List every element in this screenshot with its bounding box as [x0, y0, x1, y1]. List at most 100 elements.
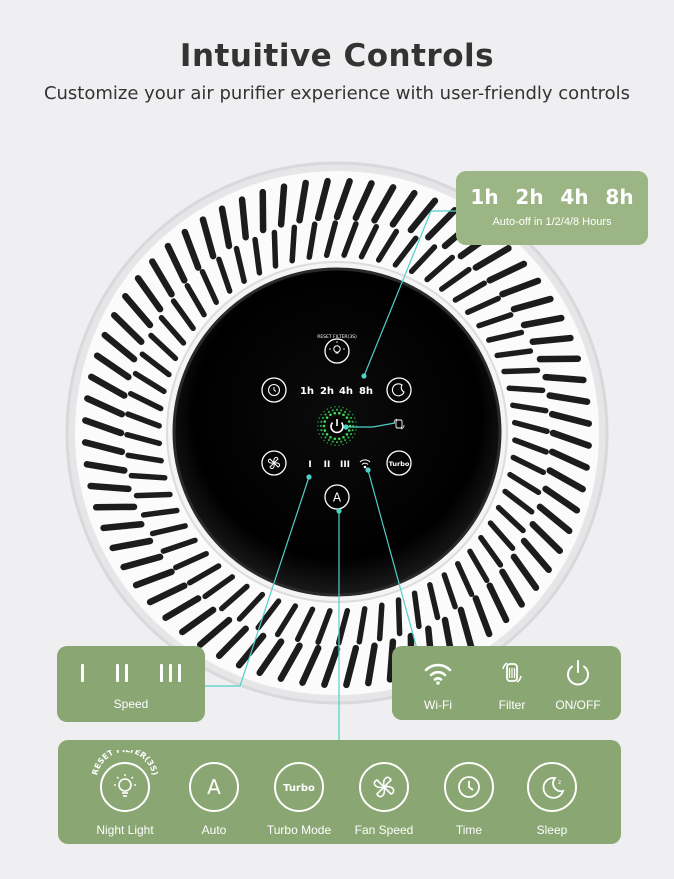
vent-slot — [365, 642, 378, 687]
device-hour-1h[interactable]: 1h — [300, 386, 314, 397]
glow-dot — [349, 410, 351, 413]
vent-slot — [122, 293, 154, 329]
glow-dot — [327, 438, 330, 442]
power-item: ON/OFF — [540, 646, 616, 720]
glow-dot — [326, 442, 329, 444]
vent-slot — [271, 229, 279, 269]
vent-slot — [548, 448, 590, 471]
vent-slot — [173, 550, 209, 571]
vent-slot — [356, 606, 368, 645]
device-fan-button[interactable] — [261, 450, 287, 476]
vent-slot — [335, 607, 351, 646]
vent-slot — [140, 507, 180, 518]
light-bulb-icon — [100, 762, 150, 812]
glow-dot — [325, 433, 329, 436]
vent-slot — [511, 419, 550, 435]
glow-dot — [342, 443, 344, 446]
device-auto-button[interactable]: A — [324, 484, 350, 510]
device-timer-button[interactable] — [261, 377, 287, 403]
vent-slot — [321, 645, 341, 688]
vent-slot — [542, 485, 581, 514]
vent-slot — [93, 352, 132, 381]
filter-icon — [502, 662, 522, 683]
moon-icon: z — [527, 762, 577, 812]
glow-dot — [325, 416, 329, 419]
glow-dot — [327, 410, 330, 414]
svg-text:Turbo: Turbo — [283, 783, 315, 794]
vent-slot — [510, 454, 547, 476]
vent-slot — [546, 392, 591, 405]
vent-slot — [438, 266, 472, 292]
vent-slot — [100, 521, 145, 532]
vent-slot — [164, 242, 188, 284]
vent-slot — [81, 439, 126, 456]
glow-dot — [349, 416, 353, 419]
page-subtitle: Customize your air purifier experience w… — [43, 83, 631, 104]
vent-slot — [289, 224, 298, 264]
vent-slot — [358, 223, 380, 260]
vent-slot — [170, 298, 196, 332]
device-hour-8h[interactable]: 8h — [359, 386, 373, 397]
vent-slot — [233, 245, 247, 284]
timer-hour-4h: 4h — [560, 185, 589, 209]
wifi-item: Wi-Fi — [400, 646, 476, 720]
vent-slot — [407, 197, 439, 234]
speed-level-2-icon — [116, 664, 128, 682]
glow-dot — [335, 441, 339, 444]
glow-dot — [320, 413, 323, 416]
vent-slot — [529, 521, 564, 555]
vent-slot — [510, 402, 549, 414]
glow-dot — [321, 433, 325, 436]
device-sleep-button[interactable] — [386, 377, 412, 403]
vent-slot — [548, 410, 593, 427]
vent-slot — [486, 582, 510, 624]
timer-hours-row: 1h 2h 4h 8h — [456, 185, 648, 209]
device-hour-2h[interactable]: 2h — [320, 386, 334, 397]
timer-hour-2h: 2h — [515, 185, 544, 209]
vent-slot — [236, 591, 266, 622]
vent-slot — [425, 206, 459, 241]
device-turbo-button[interactable]: Turbo — [386, 450, 412, 476]
device-power-button[interactable] — [328, 417, 346, 435]
vent-slot — [127, 390, 164, 412]
vent-slot — [84, 395, 126, 418]
vent-slot — [452, 280, 488, 303]
vent-slot — [277, 183, 288, 228]
vent-slot — [219, 583, 250, 612]
glow-dot — [326, 408, 329, 410]
glow-dot — [324, 413, 327, 416]
vent-slot — [179, 606, 217, 636]
night-light-button[interactable] — [324, 338, 350, 364]
glow-dot — [333, 437, 337, 441]
vent-slot — [238, 196, 249, 241]
vent-slot — [395, 597, 403, 637]
vent-slot — [454, 561, 475, 597]
vent-slot — [467, 548, 490, 584]
fan-speed-label: Fan Speed — [354, 823, 414, 837]
vent-slot — [256, 638, 285, 677]
glow-dot — [320, 420, 323, 423]
vent-slot — [520, 537, 552, 573]
vent-slot — [487, 520, 516, 551]
glow-dot — [331, 409, 334, 412]
vent-slot — [542, 373, 587, 384]
speed-label: Speed — [113, 697, 149, 711]
glow-dot — [351, 420, 354, 423]
glow-dot — [317, 421, 319, 423]
filter-item: Filter — [474, 646, 550, 720]
vent-slot — [109, 537, 154, 552]
vent-slot — [120, 553, 164, 571]
vent-slot — [110, 311, 145, 345]
vent-slot — [274, 603, 299, 638]
device-hour-4h[interactable]: 4h — [339, 386, 353, 397]
glow-dot — [349, 433, 353, 436]
glow-dot — [347, 413, 350, 416]
vent-slot — [472, 245, 512, 271]
glow-dot — [318, 417, 321, 419]
vent-slot — [199, 216, 217, 260]
glow-dot — [320, 436, 323, 439]
vent-slot — [502, 488, 535, 515]
device-wifi-indicator — [359, 459, 371, 469]
vent-slot — [216, 256, 233, 294]
time-item: Time — [425, 740, 513, 844]
